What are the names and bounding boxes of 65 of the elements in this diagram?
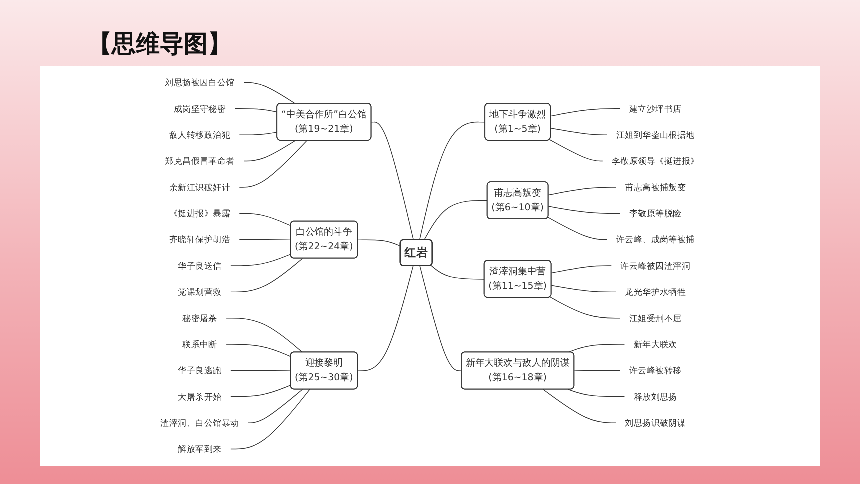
connector xyxy=(430,265,486,280)
node-text: 成岗坚守秘密 xyxy=(174,104,226,114)
connector xyxy=(243,140,296,162)
node-text: 齐晓轩保护胡浩 xyxy=(169,234,231,245)
connector xyxy=(248,389,304,424)
connector xyxy=(238,140,308,188)
connector xyxy=(358,240,402,247)
connector xyxy=(568,389,626,398)
node-text: 秘密屠杀 xyxy=(182,313,218,324)
diagram-panel: 红岩 地下斗争激烈 (第1~5章) 建立沙坪书店 江姐到华蓥山根据地 李敬原领导《挺进报》 甫志高叛变 (第6~10章) 甫志高被捕叛变 李敬原等脱险 许云峰、成岗等被捕 渣滓洞集中营 (第11~15章) 许云峰被囚渣滓洞 龙光华护水牺牲 江姐受刑不屈 新年大联欢与敌人的阴谋 (第16~18章) 新年大联欢 许云峰被转移 释放刘思扬 刘思扬识破阴谋 “中美合作所”白公馆 (第19~21章) 刘思扬被囚白公馆 成岗坚守秘密 敌人转移政治犯 郑克昌假冒革命者 余新江识破奸计 白公馆的斗争 (第22~24章) 《挺进报》暴露 齐晓轩保护胡浩 华子良送信 党课划营救 迎接黎明 (第25~30章) 秘密屠杀 联系中断 华子良逃跑 大屠杀开始 渣滓洞、白公馆暴动 解放军到来 xyxy=(40,66,820,466)
node-text: 渣滓洞、白公馆暴动 xyxy=(160,418,240,428)
connector xyxy=(243,82,296,104)
connector xyxy=(230,389,310,450)
node-text: 新年大联欢 xyxy=(634,339,678,350)
node-text: 建立沙坪书店 xyxy=(629,104,682,114)
connector xyxy=(238,239,292,241)
node-text: 刘思扬被囚白公馆 xyxy=(165,78,235,88)
connector xyxy=(548,187,617,196)
connector xyxy=(238,213,292,226)
connector xyxy=(234,108,278,113)
node-text: 龙光华护水牺牲 xyxy=(625,287,686,298)
node-text: 敌人转移政治犯 xyxy=(169,130,231,140)
node-text: 《挺进报》暴露 xyxy=(169,208,231,219)
connector xyxy=(548,206,622,214)
connector xyxy=(230,370,292,372)
node-text: 李敬原等脱险 xyxy=(629,208,682,219)
node-text: 刘思扬识破阴谋 xyxy=(625,418,686,428)
node-text: 大屠杀开始 xyxy=(178,392,222,402)
node-text: 李敬原领导《挺进报》 xyxy=(612,156,700,166)
node-text: 华子良送信 xyxy=(178,260,222,272)
connector xyxy=(568,344,626,353)
node-text: 许云峰被囚渣滓洞 xyxy=(620,260,691,272)
connector xyxy=(358,266,414,372)
connector xyxy=(551,266,612,274)
node-text: 甫志高被捕叛变 xyxy=(625,182,686,193)
node-text: 华子良逃跑 xyxy=(178,366,222,376)
connector xyxy=(420,266,462,372)
connector xyxy=(551,285,617,293)
connector xyxy=(226,344,292,358)
connector xyxy=(548,217,608,240)
connector xyxy=(550,108,622,117)
node-text: 江姐受刑不屈 xyxy=(629,313,682,324)
connector xyxy=(230,258,304,293)
node-text: 许云峰被转移 xyxy=(629,366,682,376)
connector xyxy=(419,122,486,241)
connector xyxy=(230,384,292,398)
node-text: 释放刘思扬 xyxy=(634,392,678,402)
connector xyxy=(238,132,278,136)
connector xyxy=(371,122,414,241)
connector xyxy=(550,296,622,319)
connector xyxy=(542,389,617,424)
connector xyxy=(550,128,608,136)
connector xyxy=(226,318,304,353)
node-text: 余新江识破奸计 xyxy=(169,182,231,193)
node-text: 郑克昌假冒革命者 xyxy=(165,156,235,166)
node-text: 江姐到华蓥山根据地 xyxy=(616,130,695,140)
node-text: 解放军到来 xyxy=(178,444,222,454)
connector xyxy=(574,370,622,372)
title: 【思维导图】 xyxy=(88,29,232,60)
node-text: 联系中断 xyxy=(182,339,218,350)
node-text: 许云峰、成岗等被捕 xyxy=(616,234,695,245)
connector xyxy=(549,140,604,162)
connector xyxy=(424,200,488,241)
connector xyxy=(230,254,292,266)
node-text: 党课划营救 xyxy=(178,287,222,298)
